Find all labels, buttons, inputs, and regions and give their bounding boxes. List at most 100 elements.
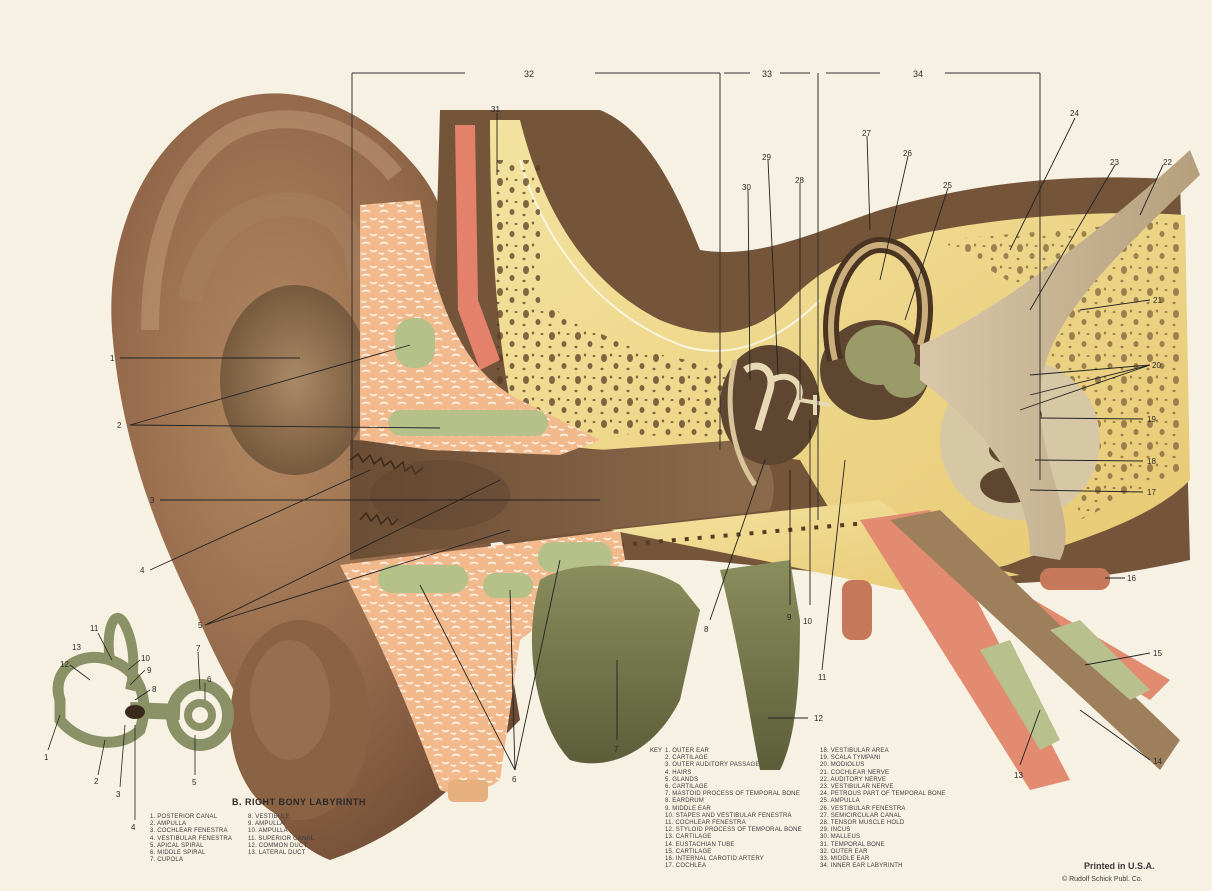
legend-item: 6. CARTILAGE <box>665 784 802 791</box>
callout-30: 30 <box>742 183 751 192</box>
callout-24: 24 <box>1070 109 1079 118</box>
callout-22: 22 <box>1163 158 1172 167</box>
lab-callout-8: 8 <box>152 685 157 694</box>
concha <box>220 285 370 475</box>
callout-11: 11 <box>818 673 827 682</box>
cartilage-green-4 <box>483 573 533 598</box>
bony-labyrinth-inset <box>58 618 228 745</box>
legend-item: 5. APICAL SPIRAL <box>150 843 232 850</box>
callout-7: 7 <box>614 745 619 754</box>
legend-item: 32. OUTER EAR <box>820 849 946 856</box>
legend-item: 31. TEMPORAL BONE <box>820 842 946 849</box>
callout-6: 6 <box>512 775 517 784</box>
callout-15: 15 <box>1153 649 1162 658</box>
legend-prefix: KEY <box>650 748 662 754</box>
callout-13: 13 <box>1014 771 1023 780</box>
callout-20: 20 <box>1152 361 1161 370</box>
mastoid-process <box>532 566 700 764</box>
mastoid-styloid <box>532 560 800 770</box>
callout-3: 3 <box>150 496 155 505</box>
callout-8: 8 <box>704 625 709 634</box>
legend-item: 23. VESTIBULAR NERVE <box>820 784 946 791</box>
legend-item: 29. INCUS <box>820 827 946 834</box>
callout-10: 10 <box>803 617 812 626</box>
legend-item: 12. COMMON DUCT <box>248 843 314 850</box>
legend-item: 22. AUDITORY NERVE <box>820 777 946 784</box>
legend-item: 1. OUTER EAR <box>665 748 802 755</box>
lab-callout-12: 12 <box>60 660 69 669</box>
legend-item: 13. CARTILAGE <box>665 834 802 841</box>
legend-item: 11. COCHLEAR FENESTRA <box>665 820 802 827</box>
label-34: 34 <box>913 69 923 79</box>
legend-item: 11. SUPERIOR CANAL <box>248 836 314 843</box>
callout-18: 18 <box>1147 457 1156 466</box>
legend-item: 4. HAIRS <box>665 770 802 777</box>
lab-callout-1: 1 <box>44 753 49 762</box>
legend-item: 16. INTERNAL CAROTID ARTERY <box>665 856 802 863</box>
callout-23: 23 <box>1110 158 1119 167</box>
lab-callout-9: 9 <box>147 666 152 675</box>
label-33: 33 <box>762 69 772 79</box>
legend-item: 6. MIDDLE SPIRAL <box>150 850 232 857</box>
legend-item: 2. CARTILAGE <box>665 755 802 762</box>
callout-29: 29 <box>762 153 771 162</box>
legend-item: 8. EARDRUM <box>665 798 802 805</box>
labyrinth-title: B. RIGHT BONY LABYRINTH <box>232 797 366 807</box>
callout-2: 2 <box>117 421 122 430</box>
legend-item: 27. SEMICIRCULAR CANAL <box>820 813 946 820</box>
lab-callout-11: 11 <box>90 624 99 633</box>
printed-in-usa: Printed in U.S.A. <box>1084 861 1155 871</box>
legend-item: 5. GLANDS <box>665 777 802 784</box>
callout-14: 14 <box>1153 757 1162 766</box>
legend-item: 10. AMPULLA <box>248 828 314 835</box>
internal-carotid-artery <box>842 580 872 640</box>
callout-1: 1 <box>110 354 115 363</box>
legend-item: 24. PETROUS PART OF TEMPORAL BONE <box>820 791 946 798</box>
label-32: 32 <box>524 69 534 79</box>
legend-item: 9. MIDDLE EAR <box>665 806 802 813</box>
callout-9: 9 <box>787 613 792 622</box>
callout-5: 5 <box>198 621 203 630</box>
callout-19: 19 <box>1147 415 1156 424</box>
legend-main-column-2: 18. VESTIBULAR AREA19. SCALA TYMPANI20. … <box>820 748 946 870</box>
legend-item: 9. AMPULLA <box>248 821 314 828</box>
legend-item: 2. AMPULLA <box>150 821 232 828</box>
legend-item: 18. VESTIBULAR AREA <box>820 748 946 755</box>
callout-21: 21 <box>1153 296 1162 305</box>
lab-callout-5: 5 <box>192 778 197 787</box>
legend-item: 13. LATERAL DUCT <box>248 850 314 857</box>
legend-item: 34. INNER EAR LABYRINTH <box>820 863 946 870</box>
legend-item: 10. STAPES AND VESTIBULAR FENESTRA <box>665 813 802 820</box>
legend-item: 25. AMPULLA <box>820 798 946 805</box>
lab-callout-13: 13 <box>72 643 81 652</box>
legend-labyrinth-column-2: 8. VESTIBULE9. AMPULLA10. AMPULLA11. SUP… <box>248 814 314 857</box>
callout-27: 27 <box>862 129 871 138</box>
legend-item: 26. VESTIBULAR FENESTRA <box>820 806 946 813</box>
lab-callout-4: 4 <box>131 823 136 832</box>
callout-28: 28 <box>795 176 804 185</box>
callout-4: 4 <box>140 566 145 575</box>
legend-item: 12. STYLOID PROCESS OF TEMPORAL BONE <box>665 827 802 834</box>
callout-31: 31 <box>491 105 500 114</box>
lab-callout-2: 2 <box>94 777 99 786</box>
legend-item: 3. COCHLEAR FENESTRA <box>150 828 232 835</box>
lab-callout-7: 7 <box>196 644 201 653</box>
legend-item: 7. MASTOID PROCESS OF TEMPORAL BONE <box>665 791 802 798</box>
publisher-credit: © Rudolf Schick Publ. Co. <box>1062 876 1143 883</box>
cartilage-green-1 <box>395 318 435 368</box>
lab-callout-6: 6 <box>207 675 212 684</box>
legend-item: 33. MIDDLE EAR <box>820 856 946 863</box>
legend-item: 7. CUPOLA <box>150 857 232 864</box>
legend-item: 28. TENSOR MUSCLE HOLD <box>820 820 946 827</box>
callout-17: 17 <box>1147 488 1156 497</box>
legend-item: 20. MODIOLUS <box>820 762 946 769</box>
vessel-16 <box>1040 568 1110 590</box>
callout-16: 16 <box>1127 574 1136 583</box>
legend-item: 17. COCHLEA <box>665 863 802 870</box>
lab-callout-10: 10 <box>141 654 150 663</box>
callout-26: 26 <box>903 149 912 158</box>
bone-pores-area-1 <box>495 160 540 420</box>
legend-item: 3. OUTER AUDITORY PASSAGE <box>665 762 802 769</box>
